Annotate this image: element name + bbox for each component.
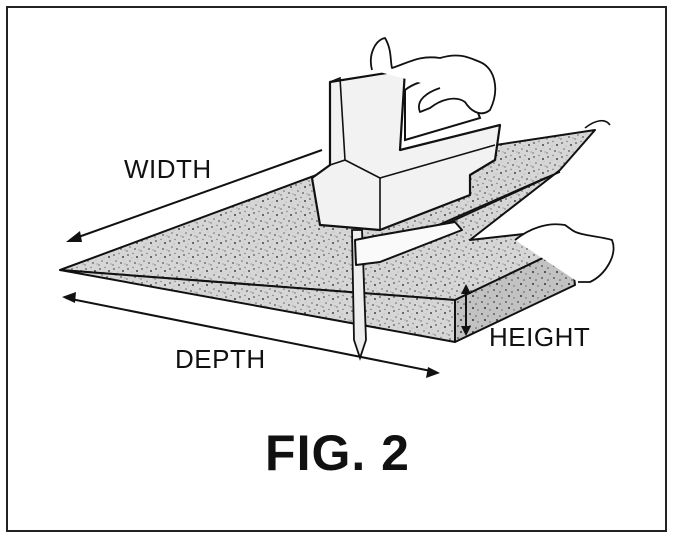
hand-fingers-back [584,119,611,129]
depth-label: DEPTH [175,344,266,374]
height-label: HEIGHT [489,322,591,352]
hand-on-saw [370,37,497,115]
width-label: WIDTH [124,154,212,184]
height-arrow [461,284,471,336]
saw-body [310,68,502,232]
saw-foot [354,221,463,266]
saw-body-edge [329,76,346,166]
foam-side-face [454,244,576,343]
depth-arrow [62,292,440,378]
figure-caption: FIG. 2 [265,425,410,481]
hand-on-foam [514,223,615,283]
width-arrow [66,149,323,242]
saw-body-crease-2 [379,144,496,179]
